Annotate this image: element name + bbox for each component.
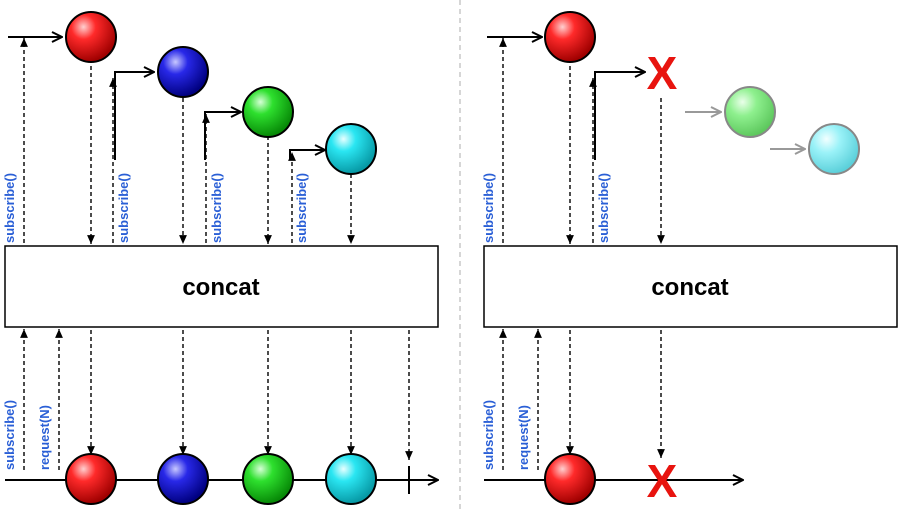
upstream-subscribe-label-3: subscribe() bbox=[209, 173, 224, 243]
upstream-subscribe-label-1: subscribe() bbox=[2, 173, 17, 243]
marble-red-source bbox=[65, 11, 117, 63]
right-marble-red-source bbox=[544, 11, 596, 63]
left-panel: subscribe() subscribe() subscribe() subs… bbox=[2, 11, 439, 505]
concat-operator-label: concat bbox=[182, 274, 259, 301]
marble-red-output bbox=[65, 453, 117, 505]
source-2-timeline bbox=[114, 72, 154, 160]
marble-green-source bbox=[242, 86, 294, 138]
marble-blue-source bbox=[157, 46, 209, 98]
right-panel: X subscribe() subscribe() concat subscri… bbox=[481, 11, 898, 507]
right-upstream-subscribe-label-2: subscribe() bbox=[596, 173, 611, 243]
right-downstream-request-label: request(N) bbox=[516, 405, 531, 470]
concat-operator-box bbox=[4, 245, 439, 328]
right-concat-operator-label: concat bbox=[651, 274, 728, 301]
source-4-timeline bbox=[289, 150, 325, 160]
right-source-2-timeline bbox=[594, 72, 645, 160]
downstream-subscribe-label: subscribe() bbox=[2, 400, 17, 470]
upstream-subscribe-label-2: subscribe() bbox=[116, 173, 131, 243]
upstream-subscribe-label-4: subscribe() bbox=[294, 173, 309, 243]
right-upstream-subscribe-label-1: subscribe() bbox=[481, 173, 496, 243]
marble-blue-output bbox=[157, 453, 209, 505]
marble-cyan-source bbox=[325, 123, 377, 175]
source-3-timeline bbox=[204, 112, 241, 160]
right-marble-green-faded bbox=[724, 86, 776, 138]
right-marble-cyan-faded bbox=[808, 123, 860, 175]
right-marble-red-output bbox=[544, 453, 596, 505]
marble-cyan-output bbox=[325, 453, 377, 505]
right-error-mark-source: X bbox=[647, 47, 678, 99]
right-downstream-subscribe-label: subscribe() bbox=[481, 400, 496, 470]
downstream-request-label: request(N) bbox=[37, 405, 52, 470]
marble-green-output bbox=[242, 453, 294, 505]
right-concat-operator-box bbox=[483, 245, 898, 328]
right-error-mark-output: X bbox=[647, 455, 678, 507]
